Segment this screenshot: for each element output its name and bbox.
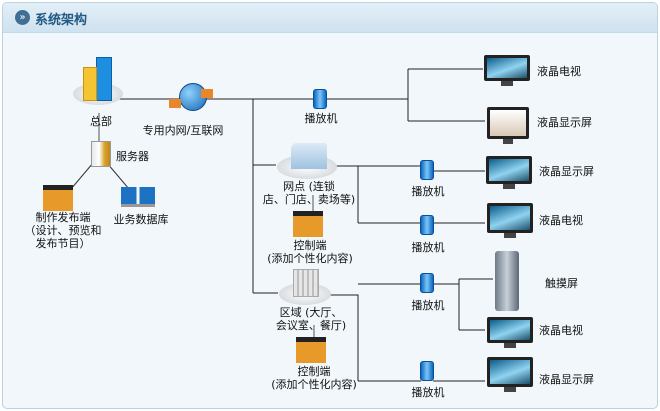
player-label: 播放机 [411, 185, 445, 198]
line-outlet-branch [333, 165, 421, 224]
outlet-label: 店、门店、卖场等) [262, 193, 356, 206]
controller-label: 控制端 [293, 239, 327, 252]
line-region-players [433, 278, 493, 382]
panel-title: 系统架构 [35, 13, 88, 28]
media-player-icon [420, 361, 434, 381]
lcd-tv-label: 液晶电视 [537, 65, 581, 78]
lcd-display-icon [486, 156, 532, 189]
media-player-icon [420, 160, 434, 180]
publisher-label: 发布节目） [35, 237, 91, 250]
network-node-icon [201, 89, 213, 98]
lcd-tv-icon [487, 203, 533, 238]
network-node-icon [169, 99, 181, 108]
lcd-display-icon [487, 357, 533, 392]
player-label: 播放机 [411, 241, 445, 254]
publisher-label: 制作发布端 [35, 211, 91, 224]
outlet-label: 网点 (连锁 [283, 180, 335, 193]
line-server-clients [70, 162, 130, 190]
media-player-icon [420, 215, 434, 235]
hq-tower-yellow-icon [83, 67, 97, 101]
server-label: 服务器 [116, 150, 149, 163]
controller-label: (添加个性化内容) [271, 378, 357, 391]
lcd-display-label: 液晶显示屏 [539, 373, 594, 386]
line-region-branch [328, 283, 421, 382]
line-player1-tvs [407, 68, 485, 122]
controller-label: 控制端 [297, 365, 331, 378]
lcd-display-label: 液晶显示屏 [539, 165, 594, 178]
lcd-display-icon [487, 107, 529, 144]
network-label: 专用内网/互联网 [142, 124, 224, 137]
lcd-display-label: 液晶显示屏 [537, 116, 592, 129]
controller-workstation-icon [293, 211, 323, 237]
media-player-icon [313, 89, 327, 109]
panel-header: » 系统架构 [3, 3, 657, 33]
connection-lines [70, 68, 493, 382]
region-office-icon [293, 269, 319, 297]
publisher-workstation-icon [43, 185, 73, 211]
player-label: 播放机 [411, 299, 445, 312]
database-monitors-icon [121, 187, 155, 207]
outlet-store-icon [291, 143, 327, 169]
hq-label: 总部 [90, 115, 112, 128]
database-label: 业务数据库 [113, 213, 169, 226]
lcd-tv-icon [484, 55, 530, 86]
controller-label: (添加个性化内容) [267, 252, 353, 265]
region-label: 区域 (大厅、 [279, 306, 343, 319]
publisher-label: （设计、预览和 [24, 224, 102, 237]
controller-workstation-icon [296, 337, 326, 363]
line-player-tv-outlet [433, 170, 485, 224]
touchscreen-label: 触摸屏 [545, 277, 578, 290]
region-label: 会议室、餐厅) [275, 319, 347, 332]
player-label: 播放机 [304, 112, 338, 125]
lcd-tv-label: 液晶电视 [539, 324, 583, 337]
server-icon [91, 141, 111, 167]
lcd-tv-icon [487, 317, 533, 348]
double-chevron-right-icon: » [15, 10, 30, 25]
hq-tower-icon [96, 57, 112, 101]
player-label: 播放机 [411, 386, 445, 399]
media-player-icon [420, 273, 434, 293]
touchscreen-kiosk-icon [495, 251, 519, 311]
lcd-tv-label: 液晶电视 [539, 214, 583, 227]
